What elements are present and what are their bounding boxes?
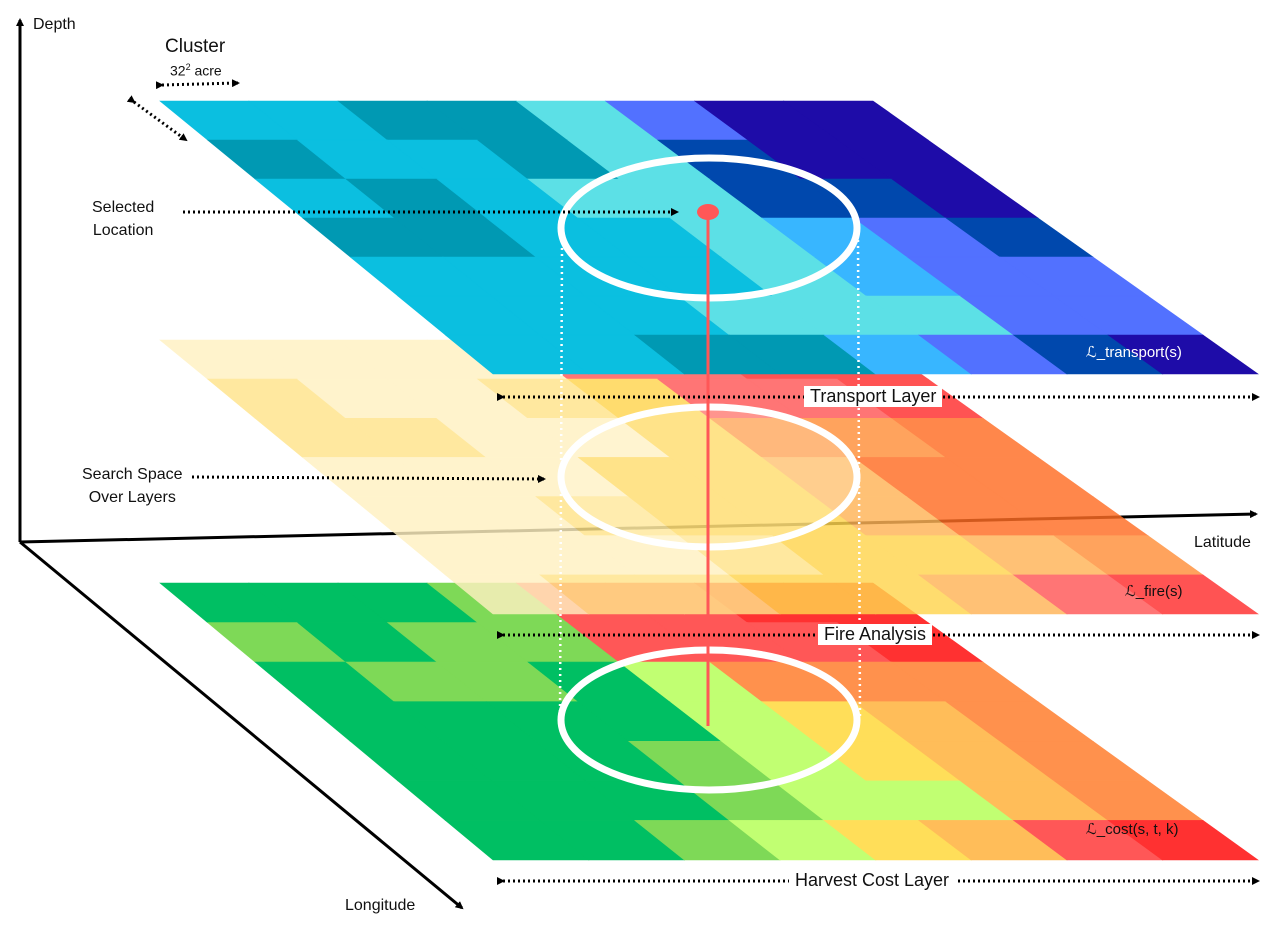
cluster-width-arrow: [155, 79, 240, 90]
transport-layer-cell: [1107, 334, 1259, 375]
selected-location-line2: Location: [92, 222, 154, 239]
selected-location-label: Selected Location: [92, 196, 154, 242]
fire-function-label: ℒ_fire(s): [1125, 583, 1183, 600]
transport-function-label: ℒ_transport(s): [1086, 344, 1182, 361]
cluster-size-label: 322 acre: [170, 62, 222, 79]
cost-layer-cell: [1107, 820, 1259, 861]
search-space-line1: Search Space: [82, 466, 183, 483]
longitude-axis-label: Longitude: [345, 897, 416, 914]
cost-function-label: ℒ_cost(s, t, k): [1086, 821, 1179, 838]
cluster-size-unit: acre: [194, 62, 222, 79]
cylinder-right-edge: [856, 239, 862, 719]
search-space-arrow: [191, 474, 546, 483]
latitude-axis-label: Latitude: [1194, 534, 1251, 551]
transport-band-label: Transport Layer: [804, 386, 943, 407]
dotted-arrows: [126, 79, 1260, 885]
cluster-title: Cluster: [165, 36, 226, 57]
selected-location-line1: Selected: [92, 199, 155, 216]
cluster-depth-arrow: [126, 95, 188, 142]
depth-axis-label: Depth: [33, 16, 76, 33]
cluster-size-exponent: 2: [185, 62, 191, 72]
fire-band-label: Fire Analysis: [818, 624, 933, 645]
search-space-line2: Over Layers: [88, 489, 176, 506]
longitude-axis: [19, 540, 464, 910]
fire-layer-cell: [1107, 574, 1259, 615]
cost-band-label: Harvest Cost Layer: [789, 870, 956, 891]
search-cylinder: [557, 154, 862, 794]
cluster-size-value: 32: [170, 62, 186, 79]
search-space-label: Search Space Over Layers: [82, 463, 183, 509]
transport-layer-grid: [159, 100, 1259, 375]
selected-location-marker: [697, 204, 719, 220]
